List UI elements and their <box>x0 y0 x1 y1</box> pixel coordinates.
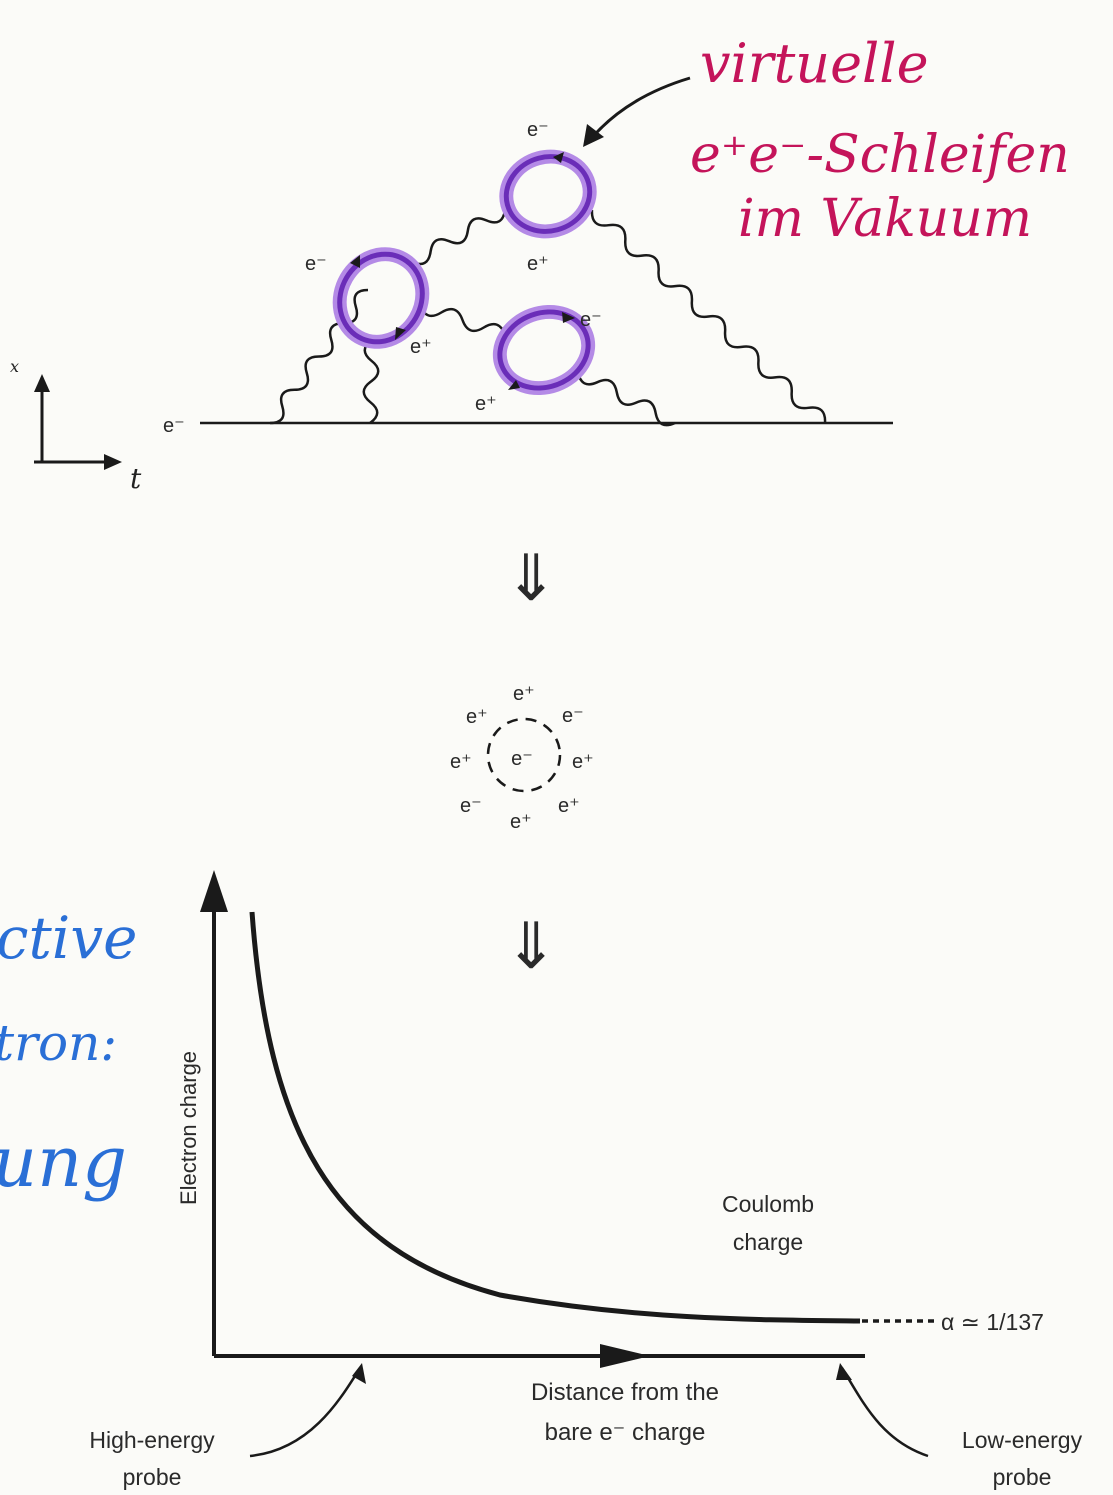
photon-line <box>269 288 369 425</box>
cloud-label: e⁺ <box>572 751 594 773</box>
low-energy-probe-label-line1: Low-energy <box>962 1427 1083 1453</box>
loop-right-minus-label: e⁻ <box>580 309 602 331</box>
annotation-blue-line3: ung <box>0 1121 127 1203</box>
t-axis-label: t <box>130 462 142 495</box>
asymptote-label: α ≃ 1/137 <box>941 1309 1044 1335</box>
photon-line <box>576 371 676 427</box>
annotation-pointer-arrow <box>588 76 691 141</box>
blue-annotation: ctive tron: ung <box>0 904 137 1203</box>
loop-left-minus-label: e⁻ <box>305 253 327 275</box>
loop-right-plus-label: e⁺ <box>475 393 497 415</box>
x-axis-arrowhead <box>34 374 50 392</box>
annotation-blue-line2: tron: <box>0 1014 117 1072</box>
annotation-pointer-arrowhead <box>583 124 604 147</box>
feynman-labels: e⁻ e⁻ e⁺ e⁻ e⁺ e⁻ e⁺ <box>163 119 602 437</box>
photon-line <box>362 338 380 425</box>
high-energy-probe-pointer <box>249 1367 362 1458</box>
cloud-label: e⁺ <box>466 706 488 728</box>
cloud-label: e⁻ <box>562 705 584 727</box>
low-energy-probe-arrowhead <box>836 1363 852 1380</box>
cloud-label: e⁺ <box>450 751 472 773</box>
cloud-center-label: e⁻ <box>511 748 533 770</box>
loop-top-plus-label: e⁺ <box>527 253 549 275</box>
x-axis-label-line2: bare e⁻ charge <box>545 1419 706 1446</box>
cloud-boundary <box>486 717 562 793</box>
annotation-blue-line1: ctive <box>0 904 137 972</box>
photon-line <box>418 304 507 336</box>
loop-left <box>332 247 430 349</box>
low-energy-probe-pointer <box>840 1367 929 1458</box>
cloud-label: e⁺ <box>513 683 535 705</box>
coulomb-label-line2: charge <box>733 1229 803 1255</box>
red-annotation: virtuelle e⁺e⁻-Schleifen im Vakuum <box>583 32 1070 249</box>
cloud-label: e⁻ <box>460 795 482 817</box>
y-axis-arrowhead <box>200 870 228 912</box>
low-energy-probe-label-line2: probe <box>993 1464 1052 1490</box>
coulomb-label-line1: Coulomb <box>722 1191 814 1217</box>
implies-arrow-1: ⇓ <box>504 542 558 614</box>
loop-left-plus-label: e⁺ <box>410 336 432 358</box>
loop-top-minus-label: e⁻ <box>527 119 549 141</box>
annotation-red-line3: im Vakuum <box>738 189 1032 249</box>
charge-graph: Electron charge Coulomb charge α ≃ 1/137… <box>89 870 1083 1490</box>
cloud-label: e⁺ <box>558 795 580 817</box>
high-energy-probe-arrowhead <box>352 1363 366 1384</box>
charge-cloud: e⁻ e⁺ e⁺ e⁻ e⁺ e⁺ e⁻ e⁺ e⁺ <box>450 683 594 833</box>
x-axis-label: x <box>10 357 19 376</box>
loop-top <box>499 149 597 239</box>
implies-arrow-2: ⇓ <box>504 910 558 982</box>
x-axis-label-line1: Distance from the <box>531 1379 719 1406</box>
photon-line <box>411 209 507 266</box>
annotation-red-line2: e⁺e⁻-Schleifen <box>690 125 1070 185</box>
y-axis-label: Electron charge <box>176 1051 201 1205</box>
xt-axes-sketch: x t <box>10 357 142 495</box>
loop-right <box>492 304 596 396</box>
high-energy-probe-label-line2: probe <box>123 1464 182 1490</box>
incoming-electron-label: e⁻ <box>163 415 185 437</box>
x-axis-arrowhead <box>600 1344 650 1368</box>
high-energy-probe-label-line1: High-energy <box>89 1427 215 1453</box>
cloud-label: e⁺ <box>510 811 532 833</box>
feynman-diagram <box>200 149 893 427</box>
charge-curve <box>249 911 861 1324</box>
photon-line <box>590 209 827 424</box>
t-axis-arrowhead <box>104 454 122 470</box>
annotation-red-line1: virtuelle <box>700 32 929 95</box>
